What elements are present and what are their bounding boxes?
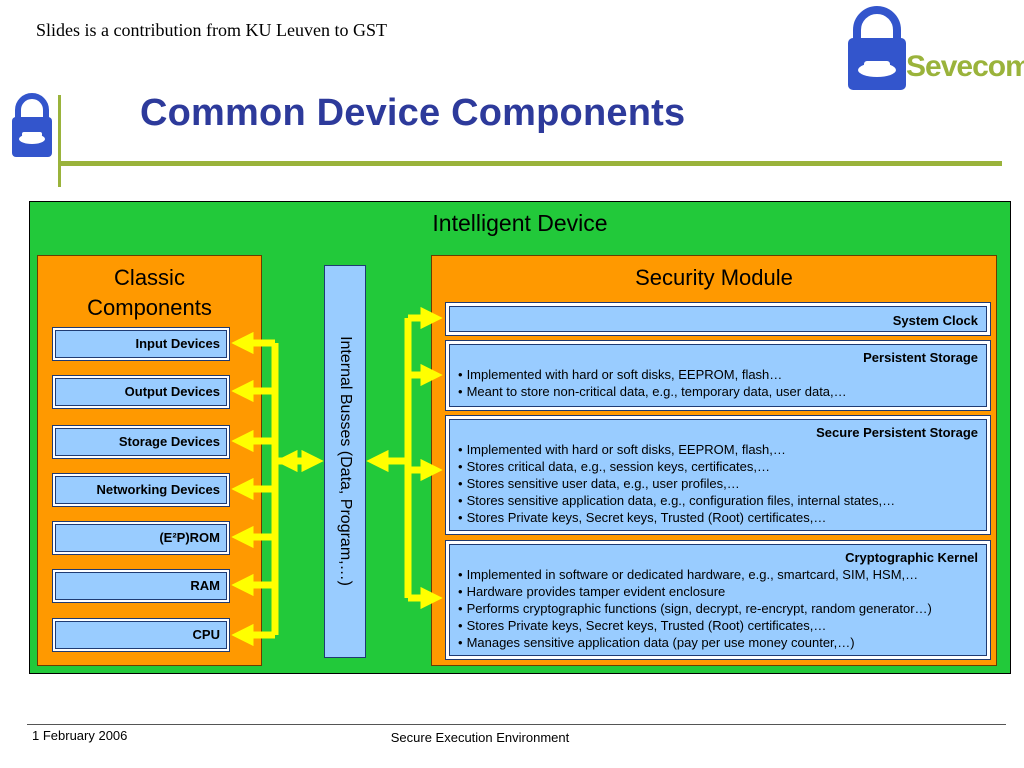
secure-persistent-storage-box: Secure Persistent Storage Implemented wi… xyxy=(445,415,991,535)
bullet-item: Meant to store non-critical data, e.g., … xyxy=(458,383,978,400)
cryptographic-kernel-box: Cryptographic Kernel Implemented in soft… xyxy=(445,540,991,660)
component-label: Storage Devices xyxy=(55,428,227,456)
bullet-item: Stores sensitive user data, e.g., user p… xyxy=(458,475,978,492)
bullet-item: Implemented with hard or soft disks, EEP… xyxy=(458,366,978,383)
bullet-item: Manages sensitive application data (pay … xyxy=(458,634,978,651)
component-storage-devices: Storage Devices xyxy=(52,425,230,459)
bullet-item: Stores sensitive application data, e.g.,… xyxy=(458,492,978,509)
component-input-devices: Input Devices xyxy=(52,327,230,361)
contribution-note: Slides is a contribution from KU Leuven … xyxy=(36,20,387,40)
title-horizontal-rule xyxy=(60,161,1002,166)
component-networking-devices: Networking Devices xyxy=(52,473,230,507)
classic-components-title-text: Classic Components xyxy=(87,265,212,320)
bullet-item: Performs cryptographic functions (sign, … xyxy=(458,600,978,617)
security-module-title: Security Module xyxy=(635,265,793,290)
component-label: Output Devices xyxy=(55,378,227,406)
bullet-item: Implemented with hard or soft disks, EEP… xyxy=(458,441,978,458)
component-label: Networking Devices xyxy=(55,476,227,504)
component-label: Input Devices xyxy=(55,330,227,358)
component-cpu: CPU xyxy=(52,618,230,652)
bullet-item: Stores critical data, e.g., session keys… xyxy=(458,458,978,475)
intelligent-device-title: Intelligent Device xyxy=(432,210,608,236)
slide-title: Common Device Components xyxy=(140,92,686,134)
persistent-storage-title: Persistent Storage xyxy=(863,350,978,365)
component-label: RAM xyxy=(55,572,227,600)
component-ram: RAM xyxy=(52,569,230,603)
component-label: (E²P)ROM xyxy=(55,524,227,552)
internal-bus xyxy=(324,265,366,658)
persistent-storage-bullets: Implemented with hard or soft disks, EEP… xyxy=(458,366,978,400)
secure-persistent-storage-title: Secure Persistent Storage xyxy=(816,425,978,440)
system-clock-title: System Clock xyxy=(892,313,978,328)
cryptographic-kernel-bullets: Implemented in software or dedicated har… xyxy=(458,566,978,651)
footer-title: Secure Execution Environment xyxy=(390,730,570,745)
system-clock-box: System Clock xyxy=(445,302,991,336)
internal-bus-label: Internal Busses (Data, Program,…) xyxy=(337,336,354,586)
classic-components-title: Classic Components xyxy=(37,263,262,323)
component-output-devices: Output Devices xyxy=(52,375,230,409)
component-label: CPU xyxy=(55,621,227,649)
bullet-item: Implemented in software or dedicated har… xyxy=(458,566,978,583)
persistent-storage-box: Persistent Storage Implemented with hard… xyxy=(445,340,991,411)
bullet-item: Stores Private keys, Secret keys, Truste… xyxy=(458,617,978,634)
bullet-item: Stores Private keys, Secret keys, Truste… xyxy=(458,509,978,526)
secure-persistent-storage-bullets: Implemented with hard or soft disks, EEP… xyxy=(458,441,978,526)
bullet-item: Hardware provides tamper evident enclosu… xyxy=(458,583,978,600)
footer-rule xyxy=(27,724,1006,725)
cryptographic-kernel-title: Cryptographic Kernel xyxy=(845,550,978,565)
footer-date: 1 February 2006 xyxy=(32,728,128,743)
title-vertical-rule xyxy=(58,95,61,187)
component-e2prom: (E²P)ROM xyxy=(52,521,230,555)
sevecom-logo-text: Sevecom xyxy=(906,50,1024,83)
